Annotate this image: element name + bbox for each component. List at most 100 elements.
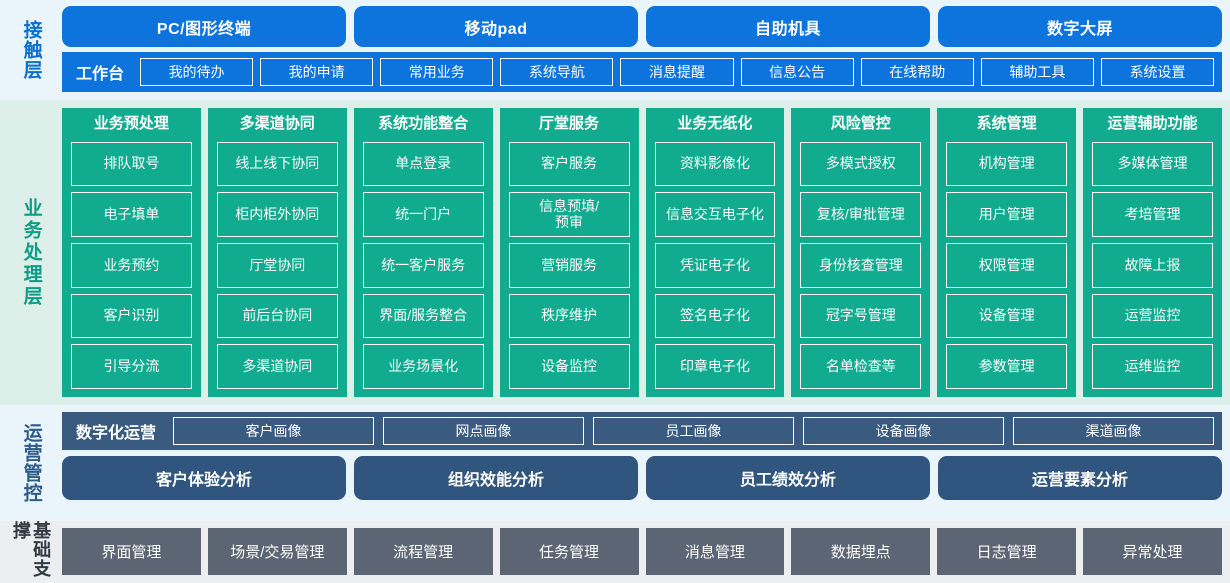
business-column-multichannel: 多渠道协同 线上线下协同 柜内柜外协同 厅堂协同 前后台协同 多渠道协同 bbox=[207, 108, 347, 397]
business-item-online-offline-collab[interactable]: 线上线下协同 bbox=[216, 141, 338, 187]
analysis-item-customer-experience[interactable]: 客户体验分析 bbox=[62, 456, 346, 500]
business-item-document-imaging[interactable]: 资料影像化 bbox=[654, 141, 776, 187]
business-item-customer-identify[interactable]: 客户识别 bbox=[71, 293, 192, 339]
business-item-device-monitor[interactable]: 设备监控 bbox=[508, 344, 630, 390]
column-title: 系统管理 bbox=[976, 115, 1037, 132]
business-item-training-mgmt[interactable]: 考培管理 bbox=[1092, 192, 1213, 237]
foundation-item-scenario-transaction-mgmt[interactable]: 场景/交易管理 bbox=[207, 528, 347, 575]
column-title: 系统功能整合 bbox=[378, 115, 469, 132]
business-item-permission-mgmt[interactable]: 权限管理 bbox=[946, 242, 1068, 288]
column-title: 多渠道协同 bbox=[239, 115, 315, 132]
business-item-customer-service[interactable]: 客户服务 bbox=[508, 141, 630, 187]
foundation-layer-label: 基础支撑 bbox=[11, 521, 52, 578]
digital-operation-title: 数字化运营 bbox=[76, 425, 157, 442]
business-item-order-maintenance[interactable]: 秩序维护 bbox=[508, 293, 630, 339]
business-column-row: 业务预处理 排队取号 电子填单 业务预约 客户识别 引导分流 多渠道协同 线上线… bbox=[62, 108, 1222, 397]
business-layer-label: 业务处理层 bbox=[20, 197, 42, 308]
business-item-hall-collab[interactable]: 厅堂协同 bbox=[216, 242, 338, 288]
foundation-layer: 基础支撑 界面管理 场景/交易管理 流程管理 任务管理 消息管理 数据埋点 日志… bbox=[0, 521, 1230, 583]
portrait-item-device[interactable]: 设备画像 bbox=[803, 417, 1005, 445]
operations-layer-body: 数字化运营 客户画像 网点画像 员工画像 设备画像 渠道画像 客户体验分析 组织… bbox=[62, 405, 1230, 521]
business-item-review-approval[interactable]: 复核/审批管理 bbox=[800, 192, 922, 237]
channel-button-pc[interactable]: PC/图形终端 bbox=[62, 6, 346, 47]
business-item-org-mgmt[interactable]: 机构管理 bbox=[946, 141, 1068, 187]
portrait-item-branch[interactable]: 网点画像 bbox=[383, 417, 585, 445]
business-item-unified-customer-service[interactable]: 统一客户服务 bbox=[362, 242, 484, 288]
business-item-ops-maintenance-monitor[interactable]: 运维监控 bbox=[1092, 344, 1213, 390]
business-item-info-exchange-digital[interactable]: 信息交互电子化 bbox=[654, 192, 776, 237]
business-item-e-form[interactable]: 电子填单 bbox=[71, 192, 192, 237]
workbench-title: 工作台 bbox=[76, 66, 125, 83]
business-column-system-mgmt: 系统管理 机构管理 用户管理 权限管理 设备管理 参数管理 bbox=[937, 108, 1077, 397]
business-item-guide-diversion[interactable]: 引导分流 bbox=[71, 344, 192, 390]
business-item-multimedia-mgmt[interactable]: 多媒体管理 bbox=[1092, 141, 1213, 187]
business-item-seal-digital[interactable]: 印章电子化 bbox=[654, 344, 776, 390]
workbench-item-info-announcement[interactable]: 信息公告 bbox=[740, 58, 854, 86]
business-item-appointment[interactable]: 业务预约 bbox=[71, 242, 192, 288]
foundation-item-ui-mgmt[interactable]: 界面管理 bbox=[62, 528, 201, 575]
portrait-item-employee[interactable]: 员工画像 bbox=[593, 417, 795, 445]
analysis-item-operation-factor[interactable]: 运营要素分析 bbox=[938, 456, 1222, 500]
business-column-pre-processing: 业务预处理 排队取号 电子填单 业务预约 客户识别 引导分流 bbox=[62, 108, 201, 397]
column-title: 风险管控 bbox=[830, 115, 891, 132]
business-item-unified-portal[interactable]: 统一门户 bbox=[362, 192, 484, 237]
business-item-identity-verification[interactable]: 身份核查管理 bbox=[800, 242, 922, 288]
workbench-item-system-navigation[interactable]: 系统导航 bbox=[500, 58, 614, 86]
foundation-row: 界面管理 场景/交易管理 流程管理 任务管理 消息管理 数据埋点 日志管理 异常… bbox=[62, 528, 1222, 575]
analysis-item-employee-performance[interactable]: 员工绩效分析 bbox=[646, 456, 930, 500]
business-item-info-prefill-prereview[interactable]: 信息预填/ 预审 bbox=[508, 192, 630, 237]
operations-layer-label: 运营管控 bbox=[20, 423, 42, 503]
business-item-user-mgmt[interactable]: 用户管理 bbox=[946, 192, 1068, 237]
workbench-item-system-settings[interactable]: 系统设置 bbox=[1100, 58, 1214, 86]
workbench-item-common-business[interactable]: 常用业务 bbox=[380, 58, 494, 86]
workbench-item-message-alert[interactable]: 消息提醒 bbox=[620, 58, 734, 86]
column-title: 业务预处理 bbox=[93, 115, 169, 132]
foundation-item-message-mgmt[interactable]: 消息管理 bbox=[645, 528, 785, 575]
workbench-row: 工作台 我的待办 我的申请 常用业务 系统导航 消息提醒 信息公告 在线帮助 辅… bbox=[62, 52, 1222, 92]
portrait-item-customer[interactable]: 客户画像 bbox=[173, 417, 375, 445]
contact-layer-body: PC/图形终端 移动pad 自助机具 数字大屏 工作台 我的待办 我的申请 常用… bbox=[62, 0, 1230, 100]
analysis-item-org-efficiency[interactable]: 组织效能分析 bbox=[354, 456, 638, 500]
column-title: 厅堂服务 bbox=[539, 115, 600, 132]
business-column-hall-service: 厅堂服务 客户服务 信息预填/ 预审 营销服务 秩序维护 设备监控 bbox=[499, 108, 639, 397]
business-item-business-scenario[interactable]: 业务场景化 bbox=[362, 344, 484, 390]
business-item-fault-report[interactable]: 故障上报 bbox=[1092, 242, 1213, 288]
business-item-signature-digital[interactable]: 签名电子化 bbox=[654, 293, 776, 339]
contact-layer: 接触层 PC/图形终端 移动pad 自助机具 数字大屏 工作台 我的待办 我的申… bbox=[0, 0, 1230, 100]
business-item-single-sign-on[interactable]: 单点登录 bbox=[362, 141, 484, 187]
workbench-item-my-application[interactable]: 我的申请 bbox=[260, 58, 374, 86]
foundation-item-exception-handling[interactable]: 异常处理 bbox=[1083, 528, 1222, 575]
business-item-incounter-outcounter-collab[interactable]: 柜内柜外协同 bbox=[216, 192, 338, 237]
business-item-front-back-collab[interactable]: 前后台协同 bbox=[216, 293, 338, 339]
business-item-voucher-digital[interactable]: 凭证电子化 bbox=[654, 242, 776, 288]
channel-button-self-service[interactable]: 自助机具 bbox=[646, 6, 930, 47]
digital-operation-row: 数字化运营 客户画像 网点画像 员工画像 设备画像 渠道画像 bbox=[62, 412, 1222, 450]
business-item-queue-number[interactable]: 排队取号 bbox=[71, 141, 192, 187]
business-column-operation-aux: 运营辅助功能 多媒体管理 考培管理 故障上报 运营监控 运维监控 bbox=[1083, 108, 1222, 397]
workbench-item-aux-tools[interactable]: 辅助工具 bbox=[980, 58, 1094, 86]
business-item-marketing-service[interactable]: 营销服务 bbox=[508, 242, 630, 288]
business-item-operation-monitor[interactable]: 运营监控 bbox=[1092, 293, 1213, 339]
channel-button-mobile-pad[interactable]: 移动pad bbox=[354, 6, 638, 47]
business-column-risk-control: 风险管控 多模式授权 复核/审批管理 身份核查管理 冠字号管理 名单检查等 bbox=[791, 108, 931, 397]
workbench-item-my-todo[interactable]: 我的待办 bbox=[140, 58, 254, 86]
business-item-device-mgmt[interactable]: 设备管理 bbox=[946, 293, 1068, 339]
business-item-serial-number-mgmt[interactable]: 冠字号管理 bbox=[800, 293, 922, 339]
column-title: 业务无纸化 bbox=[677, 115, 753, 132]
foundation-item-log-mgmt[interactable]: 日志管理 bbox=[937, 528, 1077, 575]
business-column-system-integration: 系统功能整合 单点登录 统一门户 统一客户服务 界面/服务整合 业务场景化 bbox=[353, 108, 493, 397]
business-item-multichannel-collab[interactable]: 多渠道协同 bbox=[216, 344, 338, 390]
business-item-multimode-authorization[interactable]: 多模式授权 bbox=[800, 141, 922, 187]
workbench-item-online-help[interactable]: 在线帮助 bbox=[860, 58, 974, 86]
portrait-item-channel[interactable]: 渠道画像 bbox=[1013, 417, 1215, 445]
foundation-item-data-tracking[interactable]: 数据埋点 bbox=[791, 528, 931, 575]
business-item-list-check[interactable]: 名单检查等 bbox=[800, 344, 922, 390]
channel-row: PC/图形终端 移动pad 自助机具 数字大屏 bbox=[62, 6, 1222, 47]
business-item-parameter-mgmt[interactable]: 参数管理 bbox=[946, 344, 1068, 390]
business-layer: 业务处理层 业务预处理 排队取号 电子填单 业务预约 客户识别 引导分流 多渠道… bbox=[0, 100, 1230, 405]
business-item-ui-service-integration[interactable]: 界面/服务整合 bbox=[362, 293, 484, 339]
foundation-item-process-mgmt[interactable]: 流程管理 bbox=[353, 528, 493, 575]
foundation-item-task-mgmt[interactable]: 任务管理 bbox=[499, 528, 639, 575]
channel-button-digital-screen[interactable]: 数字大屏 bbox=[938, 6, 1222, 47]
